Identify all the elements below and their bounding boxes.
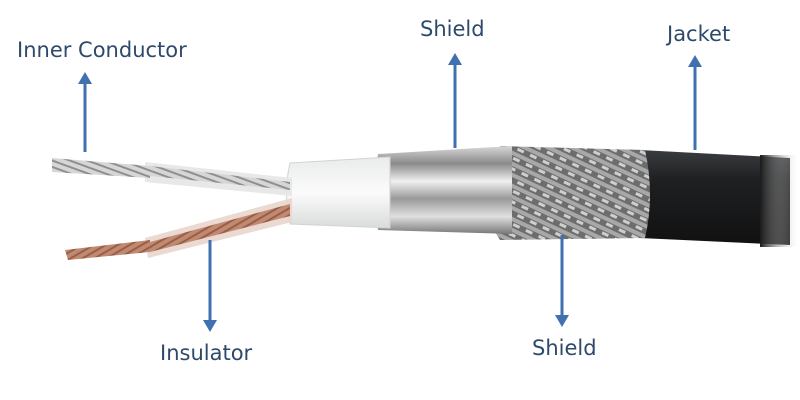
upper-conductor xyxy=(52,158,292,196)
inner-conductor-arrow xyxy=(78,72,92,152)
label-inner-conductor: Inner Conductor xyxy=(17,38,187,62)
braid-shield-layer xyxy=(495,146,650,240)
label-shield-bottom: Shield xyxy=(532,336,597,360)
jacket-layer xyxy=(635,150,800,247)
label-insulator: Insulator xyxy=(160,341,253,365)
jacket-arrow xyxy=(688,55,702,150)
shield-top-arrow xyxy=(448,53,462,148)
dielectric-layer xyxy=(286,156,391,229)
label-jacket: Jacket xyxy=(667,22,731,46)
shield-bottom-arrow xyxy=(555,235,569,327)
label-shield-top: Shield xyxy=(420,17,485,41)
insulator-arrow xyxy=(203,240,217,332)
foil-shield-layer xyxy=(375,146,512,234)
lower-conductor xyxy=(65,198,292,260)
